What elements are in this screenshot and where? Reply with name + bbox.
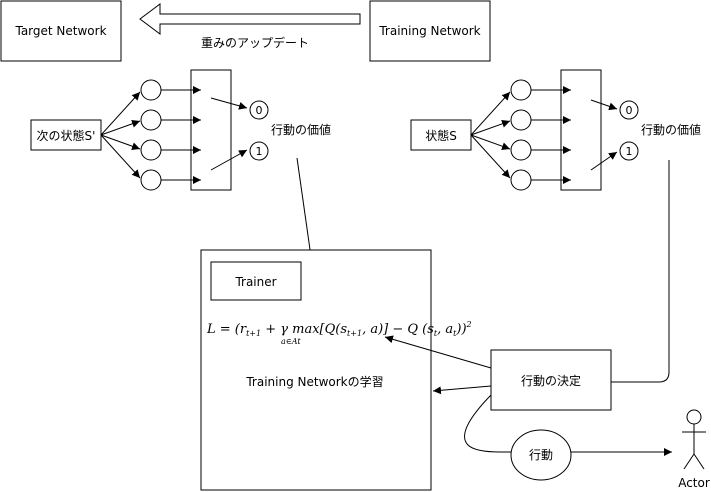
actor-label: Actor — [678, 476, 710, 490]
right-action-value-label: 行動の価値 — [641, 122, 701, 137]
svg-text:L = (rt+1 + γ max[Q(st+1, a)]: L = (rt+1 + γ max[Q(st+1, a)] − Q (st, a… — [206, 320, 472, 338]
input-node — [510, 79, 532, 101]
output-label-0: 0 — [626, 104, 633, 117]
input-node — [140, 79, 162, 101]
trainer-title-box — [210, 261, 302, 301]
hidden-layer-box — [560, 69, 602, 191]
training-network-label: Training Network — [378, 24, 480, 38]
input-node — [140, 139, 162, 161]
trainer-caption: Training Networkの学習 — [245, 374, 383, 389]
weight-update-arrow — [139, 3, 361, 35]
input-node — [510, 139, 532, 161]
output-node-0 — [619, 100, 639, 120]
value-to-decision-line — [611, 160, 670, 383]
trainer-title: Trainer — [234, 275, 276, 289]
decision-to-actor-arrow — [464, 394, 672, 456]
left-network: 次の状態S' 0 1 行動の価値 — [30, 69, 331, 191]
state-label: 状態S — [425, 128, 457, 143]
svg-text:a∈At: a∈At — [281, 337, 301, 346]
output-node-0 — [249, 100, 269, 120]
action-node: 行動 — [510, 429, 572, 481]
hidden-layer-box — [190, 69, 232, 191]
weight-update-label: 重みのアップデート — [201, 35, 309, 50]
training-network-box: Training Network — [369, 0, 491, 62]
trainer-box: Trainer L = (rt+1 + γ max[Q(st+1, a)] − … — [200, 249, 472, 491]
target-network-label: Target Network — [14, 24, 106, 38]
target-network-box: Target Network — [0, 0, 122, 62]
decision-label: 行動の決定 — [521, 373, 581, 388]
output-label-1: 1 — [256, 145, 263, 158]
right-network: 状態S 0 1 行動の価値 — [410, 69, 701, 191]
output-label-0: 0 — [256, 104, 263, 117]
output-label-1: 1 — [626, 145, 633, 158]
input-node — [140, 109, 162, 131]
next-state-label: 次の状態S' — [37, 128, 96, 143]
decision-to-formula-arrow — [384, 335, 492, 369]
input-node — [510, 109, 532, 131]
output-node-1 — [249, 141, 269, 161]
left-action-value-label: 行動の価値 — [271, 122, 331, 137]
action-label: 行動 — [529, 448, 553, 462]
decision-to-trainer-arrow — [432, 385, 492, 395]
decision-box: 行動の決定 — [490, 349, 612, 411]
output-node-1 — [619, 141, 639, 161]
input-node — [140, 169, 162, 191]
loss-formula: L = (rt+1 + γ max[Q(st+1, a)] − Q (st, a… — [206, 320, 472, 346]
input-node — [510, 169, 532, 191]
actor-icon — [682, 409, 706, 470]
